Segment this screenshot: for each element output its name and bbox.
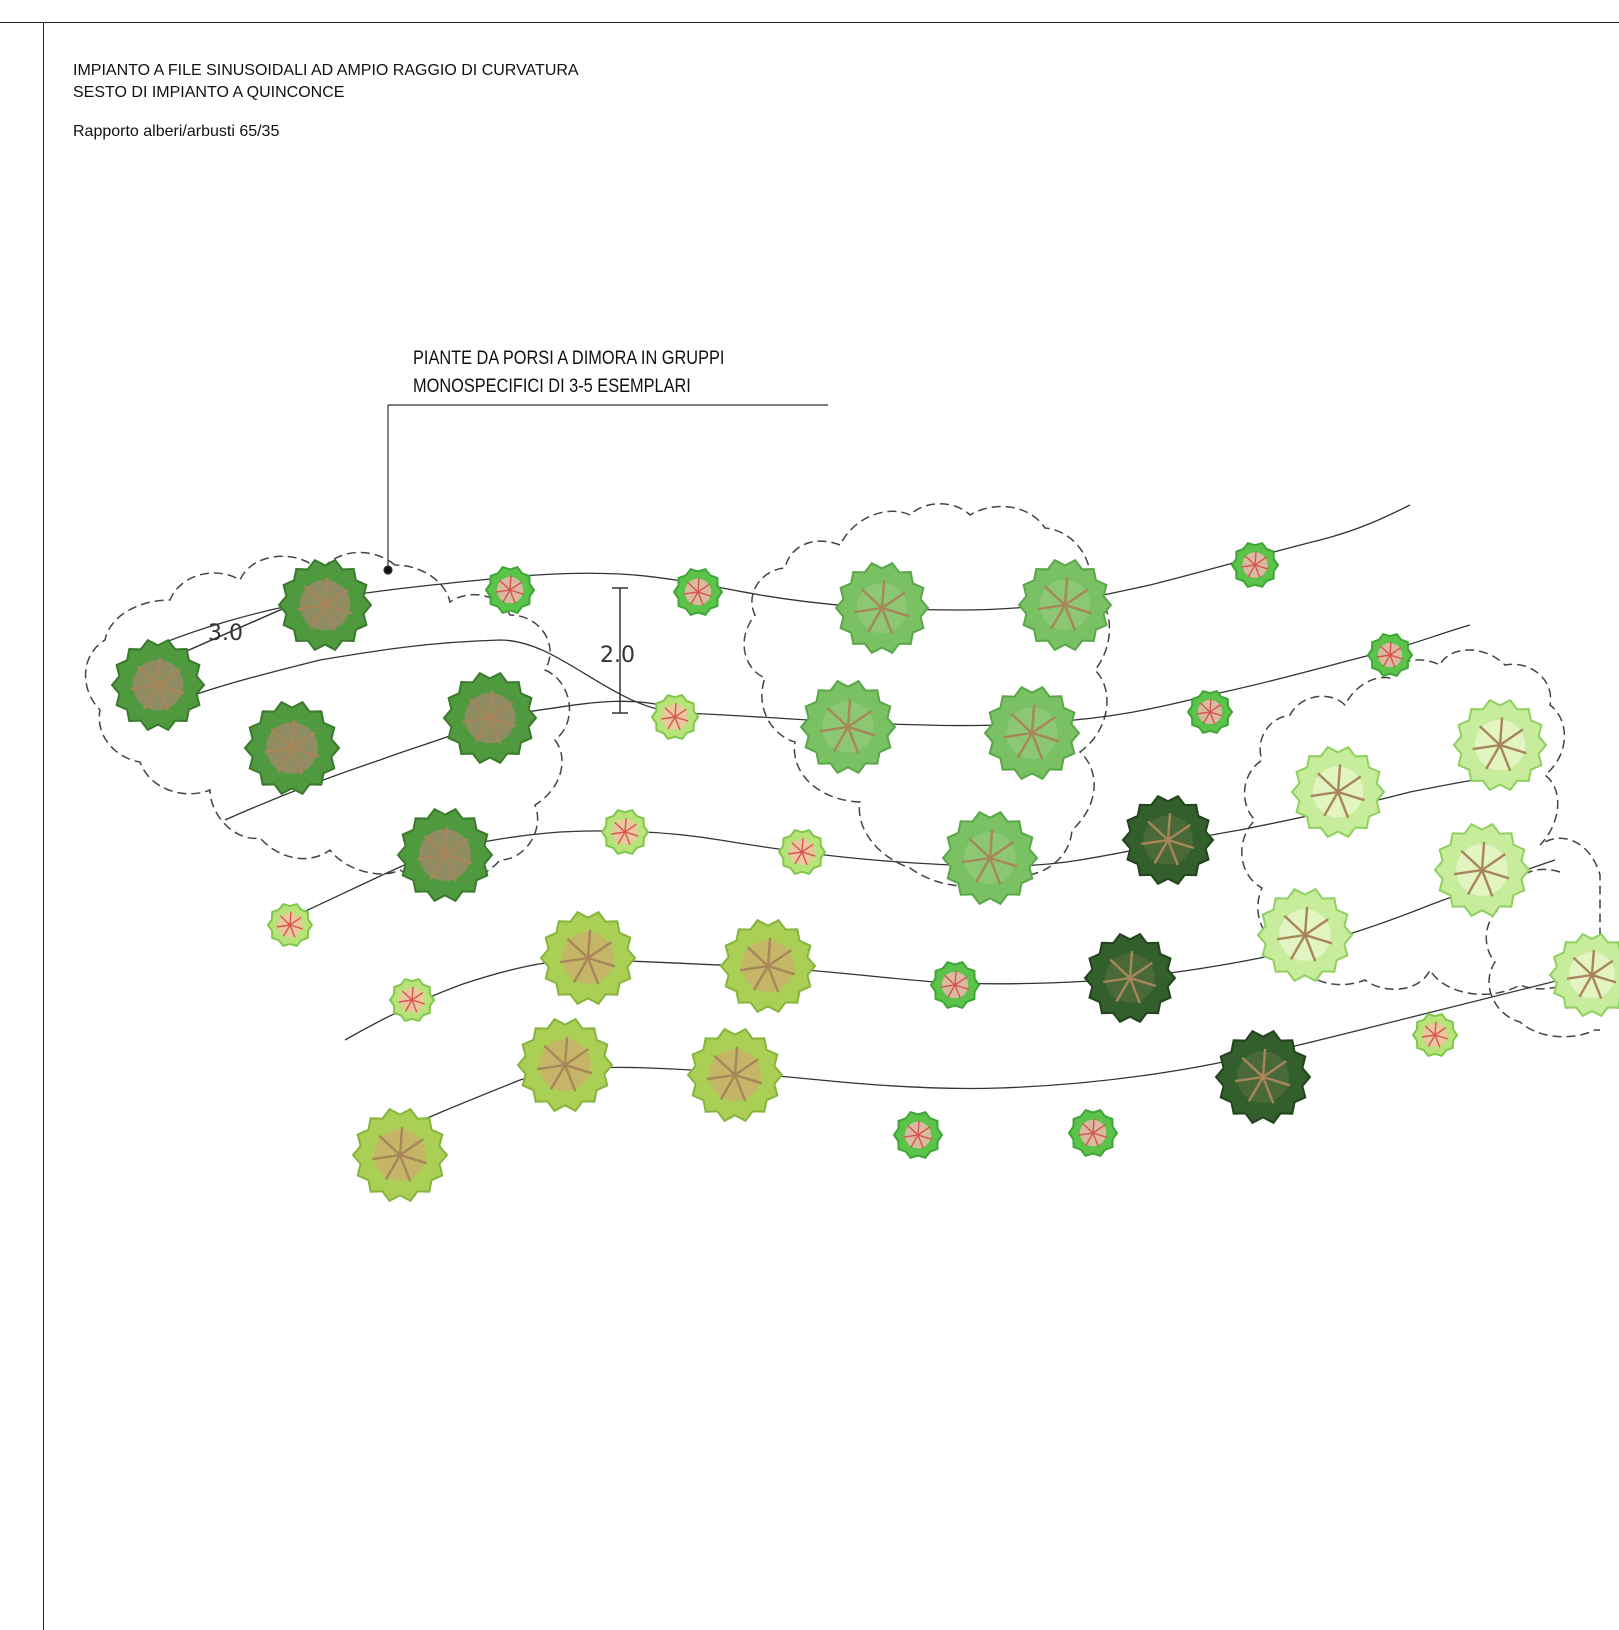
shrub-symbol-10 bbox=[1186, 689, 1234, 735]
shrub-symbol-37 bbox=[1411, 1012, 1459, 1058]
tree-symbol-32 bbox=[516, 1017, 614, 1113]
shrub-symbol-17 bbox=[600, 808, 650, 856]
plant-symbols bbox=[110, 541, 1619, 1203]
group-outline-2 bbox=[743, 503, 1111, 888]
tree-symbol-31 bbox=[351, 1107, 449, 1203]
tree-symbol-3 bbox=[243, 700, 341, 796]
tree-symbol-30 bbox=[719, 918, 817, 1014]
tree-symbol-22 bbox=[1083, 932, 1177, 1024]
ratio-note: Rapporto alberi/arbusti 65/35 bbox=[73, 123, 280, 140]
shrub-symbol-19 bbox=[266, 902, 314, 948]
drawing-frame-top bbox=[0, 22, 1619, 23]
dimension-label-3m: 3.0 bbox=[208, 621, 243, 646]
row-line-5 bbox=[344, 859, 1556, 1041]
tree-symbol-29 bbox=[539, 910, 637, 1006]
shrub-symbol-35 bbox=[892, 1111, 944, 1159]
tree-symbol-13 bbox=[799, 679, 897, 775]
dimension-marks bbox=[147, 587, 628, 714]
tree-symbol-4 bbox=[442, 671, 538, 765]
tree-symbol-12 bbox=[1017, 558, 1113, 652]
dimension-label-2m: 2.0 bbox=[600, 643, 635, 668]
tree-symbol-11 bbox=[834, 561, 930, 655]
tree-symbol-27 bbox=[1256, 887, 1354, 983]
title-line-1: IMPIANTO A FILE SINUSOIDALI AD AMPIO RAG… bbox=[73, 62, 579, 79]
drawing-frame-left bbox=[43, 22, 44, 1630]
tree-symbol-2 bbox=[277, 558, 373, 652]
shrub-symbol-18 bbox=[777, 828, 827, 876]
group-outline-3 bbox=[1241, 649, 1601, 996]
tree-symbol-24 bbox=[1290, 745, 1386, 839]
callout-text-line-1: PIANTE DA PORSI A DIMORA IN GRUPPI bbox=[413, 348, 725, 369]
tree-symbol-28 bbox=[1548, 932, 1619, 1018]
callout-leader bbox=[383, 404, 828, 575]
shrub-symbol-9 bbox=[1366, 632, 1414, 678]
shrub-symbol-8 bbox=[1230, 541, 1280, 589]
tree-symbol-21 bbox=[1121, 794, 1215, 886]
group-outline-4 bbox=[1485, 868, 1600, 1038]
shrub-symbol-36 bbox=[1067, 1109, 1119, 1157]
tree-symbol-5 bbox=[396, 807, 494, 903]
group-outlines bbox=[84, 503, 1601, 1038]
callout-text-line-2: MONOSPECIFICI DI 3-5 ESEMPLARI bbox=[413, 376, 691, 397]
tree-symbol-14 bbox=[983, 685, 1081, 781]
shrub-symbol-34 bbox=[929, 961, 981, 1009]
tree-symbol-1 bbox=[110, 638, 206, 732]
shrub-symbol-6 bbox=[484, 566, 536, 614]
title-line-2: SESTO DI IMPIANTO A QUINCONCE bbox=[73, 84, 345, 101]
tree-symbol-33 bbox=[686, 1027, 784, 1123]
shrub-symbol-16 bbox=[650, 693, 700, 741]
tree-symbol-23 bbox=[1214, 1029, 1312, 1125]
group-outline-1 bbox=[84, 551, 571, 883]
shrub-symbol-20 bbox=[388, 977, 436, 1023]
tree-symbol-25 bbox=[1452, 698, 1548, 792]
tree-symbol-15 bbox=[941, 810, 1039, 906]
shrub-symbol-7 bbox=[672, 568, 724, 616]
tree-symbol-26 bbox=[1433, 822, 1531, 918]
